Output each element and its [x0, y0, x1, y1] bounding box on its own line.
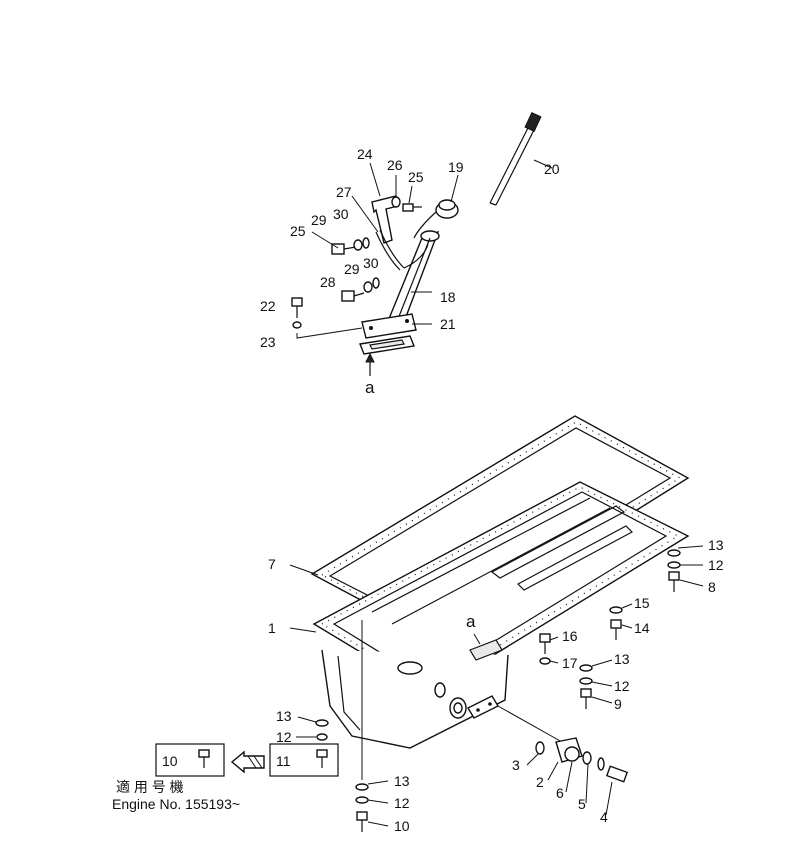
washer-30-lower	[372, 277, 380, 289]
clamp	[375, 229, 429, 271]
label-9: 9	[614, 696, 622, 712]
label-28: 28	[320, 274, 336, 290]
drain-valve-group	[497, 705, 629, 783]
bolt-28	[341, 290, 365, 302]
label-15: 15	[634, 595, 650, 611]
label-7: 7	[268, 556, 276, 572]
label-30-upper: 30	[333, 206, 349, 222]
label-12-mid: 12	[614, 678, 630, 694]
label-20: 20	[544, 161, 560, 177]
label-11-box: 11	[276, 753, 291, 769]
label-view-a-top: a	[365, 378, 375, 397]
label-13-bottom: 13	[394, 773, 410, 789]
label-10-box: 10	[162, 753, 178, 769]
note-applicable-label: 適 用 号 機	[116, 779, 184, 795]
variant-box-11	[269, 743, 339, 777]
washer-23	[292, 321, 302, 329]
leader-lines	[289, 159, 704, 827]
label-12-bottom: 12	[394, 795, 410, 811]
note-engine-number: Engine No. 155193~	[112, 796, 240, 812]
flange-gasket	[359, 335, 415, 355]
engine-number-note: 適 用 号 機 Engine No. 155193~	[112, 779, 240, 812]
label-16: 16	[562, 628, 578, 644]
label-4: 4	[600, 809, 608, 825]
oil-filler-assembly	[291, 111, 542, 376]
label-27: 27	[336, 184, 352, 200]
bolt-25-lower	[331, 243, 357, 255]
label-25-upper: 25	[408, 169, 424, 185]
label-2: 2	[536, 774, 544, 790]
label-22: 22	[260, 298, 276, 314]
label-8: 8	[708, 579, 716, 595]
washer-26	[391, 196, 401, 208]
label-30-lower: 30	[363, 255, 379, 271]
label-21: 21	[440, 316, 456, 332]
label-19: 19	[448, 159, 464, 175]
label-18: 18	[440, 289, 456, 305]
label-12-right: 12	[708, 557, 724, 573]
label-6: 6	[556, 785, 564, 801]
view-arrow-a-top	[365, 352, 375, 376]
label-5: 5	[578, 796, 586, 812]
label-29-lower: 29	[344, 261, 360, 277]
label-12-left: 12	[276, 729, 292, 745]
washer-30-upper	[362, 237, 370, 249]
label-13-right: 13	[708, 537, 724, 553]
bolt-25-upper	[402, 203, 422, 212]
label-3: 3	[512, 757, 520, 773]
bolt-22	[291, 297, 303, 318]
label-view-a-pan: a	[466, 612, 476, 631]
filler-tube	[384, 230, 440, 327]
dipstick-gauge	[489, 111, 542, 206]
label-26: 26	[387, 157, 403, 173]
label-14: 14	[634, 620, 650, 636]
tube-flange	[361, 313, 417, 339]
label-23: 23	[260, 334, 276, 350]
label-24: 24	[357, 146, 373, 162]
label-29-upper: 29	[311, 212, 327, 228]
label-17: 17	[562, 655, 578, 671]
washer-29-lower	[363, 281, 373, 293]
label-10-bottom: 10	[394, 818, 410, 834]
label-1: 1	[268, 620, 276, 636]
variant-arrow	[230, 750, 265, 774]
label-13-mid: 13	[614, 651, 630, 667]
washer-29-upper	[353, 239, 363, 251]
fasteners-left	[315, 620, 369, 832]
variant-box-10	[155, 743, 225, 777]
label-13-left: 13	[276, 708, 292, 724]
filler-cap	[413, 199, 459, 239]
part-labels: 24 26 25 19 20 27 29 30 25 29 30 28 18 2…	[162, 146, 724, 834]
fasteners-right	[539, 549, 681, 709]
oil-pan	[312, 481, 690, 749]
label-25-lower: 25	[290, 223, 306, 239]
